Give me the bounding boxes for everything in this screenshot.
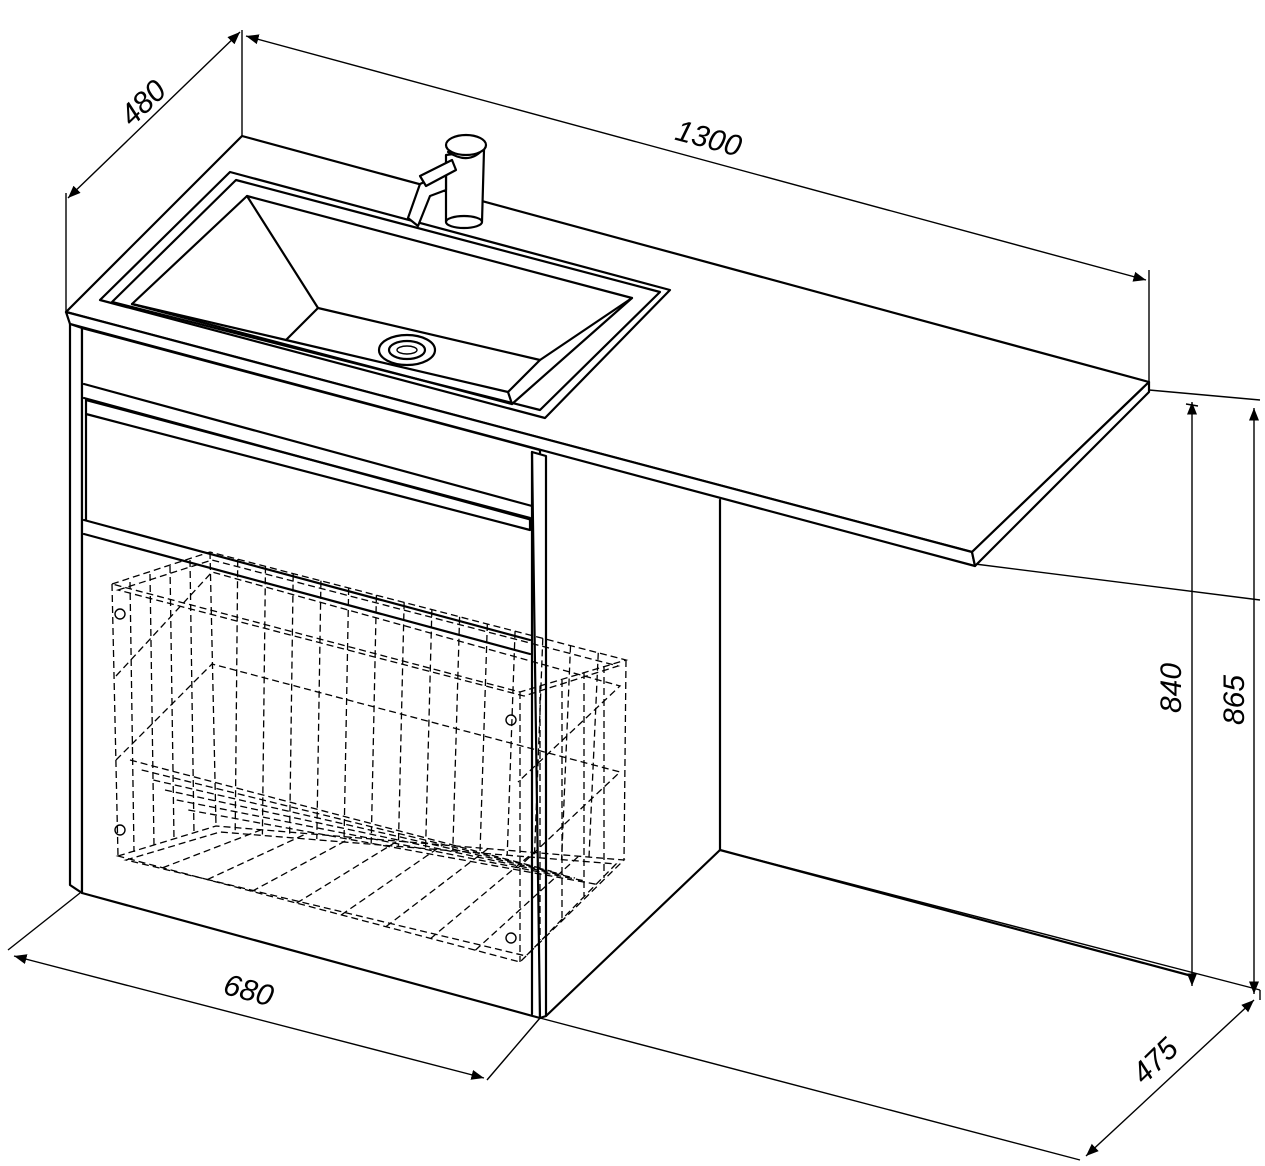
dimension-height-cabinet-label: 840 [1155, 663, 1188, 713]
sink-basin [98, 170, 672, 420]
dimension-width-cabinet-label: 680 [220, 968, 277, 1013]
drain-icon [377, 333, 437, 367]
faucet-icon [406, 133, 488, 230]
dimension-width-total-label: 1300 [672, 114, 745, 163]
dimension-height-total-label: 865 [1218, 675, 1251, 725]
wire-basket-hidden [109, 551, 629, 963]
dimension-depth-bottom-label: 475 [1126, 1032, 1185, 1091]
dimension-depth-top-label: 480 [114, 74, 173, 133]
